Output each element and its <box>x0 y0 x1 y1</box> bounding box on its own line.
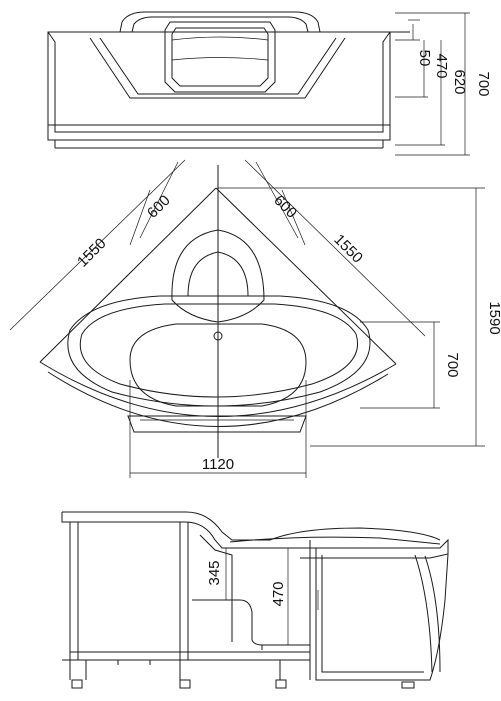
dim-basin-depth: 700 <box>444 352 461 377</box>
dim-rim: 50 <box>416 50 433 67</box>
dim-side-left: 1550 <box>74 235 110 271</box>
dim-depth: 1590 <box>486 301 501 334</box>
dim-seat-left: 600 <box>144 192 174 222</box>
dim-inner-height: 470 <box>433 53 450 78</box>
dim-total-height: 700 <box>475 71 492 96</box>
dim-side-inner-height: 470 <box>270 581 287 606</box>
dim-step-height: 345 <box>206 560 223 585</box>
plan-view: 1550 1550 600 600 1590 700 1120 <box>9 159 501 478</box>
side-section-view: 345 470 <box>61 511 449 689</box>
dim-basin-width: 1120 <box>202 456 234 473</box>
front-elevation-view: 700 620 470 50 <box>47 11 492 156</box>
dim-body-height: 620 <box>451 69 468 94</box>
